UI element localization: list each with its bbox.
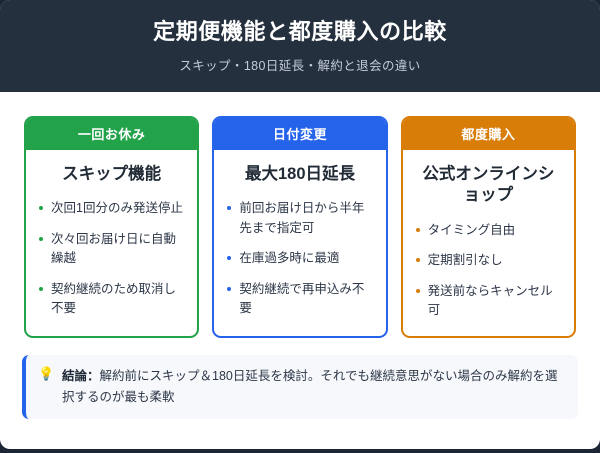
list-item: 契約継続のため取消し不要 [38,280,185,319]
list-item: 次回1回分のみ発送停止 [38,199,185,218]
card-date-change-heading: 最大180日延長 [244,165,355,183]
card-skip-heading: スキップ機能 [62,165,162,183]
card-one-time-purchase: 都度購入 公式オンラインショップ タイミング自由 定期割引なし 発送前ならキャン… [400,116,576,339]
card-date-change-bullets: 前回お届け日から半年先まで指定可 在庫過多時に最適 契約継続で再申込み不要 [226,199,373,318]
card-skip-band: 一回お休み [26,118,198,150]
card-one-time-purchase-bullets: タイミング自由 定期割引なし 発送前ならキャンセル可 [415,221,562,321]
card-skip-body: スキップ機能 次回1回分のみ発送停止 次々回お届け日に自動繰越 契約継続のため取… [26,150,197,336]
card-one-time-purchase-body: 公式オンラインショップ タイミング自由 定期割引なし 発送前ならキャンセル可 [403,150,574,336]
card-skip: 一回お休み スキップ機能 次回1回分のみ発送停止 次々回お届け日に自動繰越 契約… [24,116,200,339]
list-item: 在庫過多時に最適 [226,249,373,268]
conclusion-callout: 💡 結論：解約前にスキップ＆180日延長を検討。それでも継続意思がない場合のみ解… [22,355,578,419]
page-title: 定期便機能と都度購入の比較 [153,19,447,44]
card-one-time-purchase-heading: 公式オンラインショップ [422,165,555,205]
lightbulb-icon: 💡 [38,366,55,382]
comparison-cards: 一回お休み スキップ機能 次回1回分のみ発送停止 次々回お届け日に自動繰越 契約… [0,92,600,339]
conclusion-text: 結論：解約前にスキップ＆180日延長を検討。それでも継続意思がない場合のみ解約を… [62,366,564,407]
card-skip-bullets: 次回1回分のみ発送停止 次々回お届け日に自動繰越 契約継続のため取消し不要 [38,199,185,318]
card-date-change-band: 日付変更 [214,118,386,150]
conclusion-body: 解約前にスキップ＆180日延長を検討。それでも継続意思がない場合のみ解約を選択す… [62,369,558,404]
card-date-change: 日付変更 最大180日延長 前回お届け日から半年先まで指定可 在庫過多時に最適 … [212,116,388,339]
page-subtitle: スキップ・180日延長・解約と退会の違い [179,58,421,73]
list-item: タイミング自由 [415,221,562,240]
header-banner: 定期便機能と都度購入の比較 スキップ・180日延長・解約と退会の違い [0,0,600,92]
list-item: 定期割引なし [415,251,562,270]
list-item: 契約継続で再申込み不要 [226,280,373,319]
conclusion-label: 結論： [62,369,100,384]
list-item: 発送前ならキャンセル可 [415,282,562,321]
list-item: 前回お届け日から半年先まで指定可 [226,199,373,238]
card-date-change-body: 最大180日延長 前回お届け日から半年先まで指定可 在庫過多時に最適 契約継続で… [214,150,385,336]
list-item: 次々回お届け日に自動繰越 [38,230,185,269]
card-one-time-purchase-band: 都度購入 [402,118,574,150]
